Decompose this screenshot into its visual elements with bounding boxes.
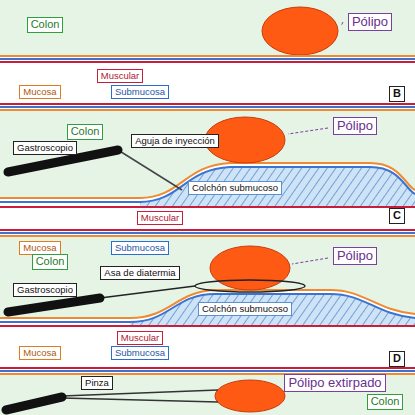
submucosa-line [0,370,415,372]
label-box: Submucosa [111,85,169,98]
label-text: Colon [71,125,100,138]
label-text: Submucosa [115,242,165,253]
panel-letter: B [389,86,405,101]
mucosa-line [0,55,415,57]
leader-line [292,258,328,264]
muscular-line [0,206,415,208]
gastroscope [8,298,100,312]
label-box: Gastroscopio [13,283,77,296]
muscular-line [0,61,415,63]
injection-needle [118,150,182,190]
lumen [0,0,415,55]
label-text: Gastroscopio [17,284,73,295]
label-box: Submucosa [111,346,169,359]
submucosal-cushion [130,294,415,326]
label-text: Asa de diatermia [104,267,175,278]
label-text: Submucosa [115,86,165,97]
label-text: Colon [36,255,65,268]
label-text: Pólipo [352,14,388,30]
panel-letter: D [389,351,405,366]
label-box: Colchón submucoso [188,181,282,194]
polyp [210,246,290,290]
label-text: Muscular [121,332,160,343]
label-box: Muscular [97,69,144,82]
label-box: Colon [27,17,64,32]
polyp [262,7,338,55]
label-text: Pólipo [337,118,373,134]
label-box: Colon [67,124,104,139]
label-box: Mucosa [19,85,60,98]
label-text: Mucosa [23,347,56,358]
mucosa-line [0,235,415,237]
diathermy-snare [195,280,305,292]
label-text: Pólipo extirpado [288,375,381,391]
panel-letter: C [389,208,405,223]
label-text: Pinza [85,377,109,388]
label-text: Colchón submucoso [192,182,278,193]
label-text: Muscular [101,70,140,81]
label-text: Mucosa [23,242,56,253]
label-text: Submucosa [115,347,165,358]
label-box: Muscular [117,331,164,344]
label-text: Pólipo [337,248,373,264]
removed-polyp [215,380,285,412]
muscular-line [0,229,415,231]
label-box: Colchón submucoso [198,302,292,315]
label-text: Colon [371,395,400,408]
label-text: Aguja de inyección [135,135,215,146]
label-box: Pólipo [348,13,392,31]
submucosa-line [0,294,415,322]
label-box: Submucosa [111,241,169,254]
forceps [62,390,218,402]
gastroscope [6,397,62,410]
label-text: Colchón submucoso [202,303,288,314]
submucosa-line [0,232,415,234]
label-box: Mucosa [19,346,60,359]
diathermy-snare [100,286,195,298]
label-box: Colon [367,394,404,409]
submucosa-line [0,58,415,60]
label-box: Muscular [137,211,184,224]
leader-line [341,22,343,26]
mucosa-line [0,109,415,111]
submucosa-line [0,106,415,108]
lumen [0,375,415,415]
submucosa-line [0,167,415,202]
label-box: Aguja de inyección [131,134,219,147]
mucosa-line [0,163,415,198]
label-box: Pinza [81,376,113,389]
leader-line [288,128,328,134]
label-text: Colon [31,18,60,31]
label-box: Gastroscopio [13,141,77,154]
label-box: Colon [32,254,69,269]
label-box: Pólipo extirpado [284,374,385,392]
label-box: Pólipo [333,117,377,135]
label-text: Muscular [141,212,180,223]
label-text: Gastroscopio [17,142,73,153]
muscular-line [0,103,415,105]
label-box: Asa de diatermia [100,266,179,279]
label-text: Mucosa [23,86,56,97]
muscular-line [0,367,415,369]
label-box: Mucosa [19,241,60,254]
muscular-line [0,325,415,327]
label-box: Pólipo [333,247,377,265]
